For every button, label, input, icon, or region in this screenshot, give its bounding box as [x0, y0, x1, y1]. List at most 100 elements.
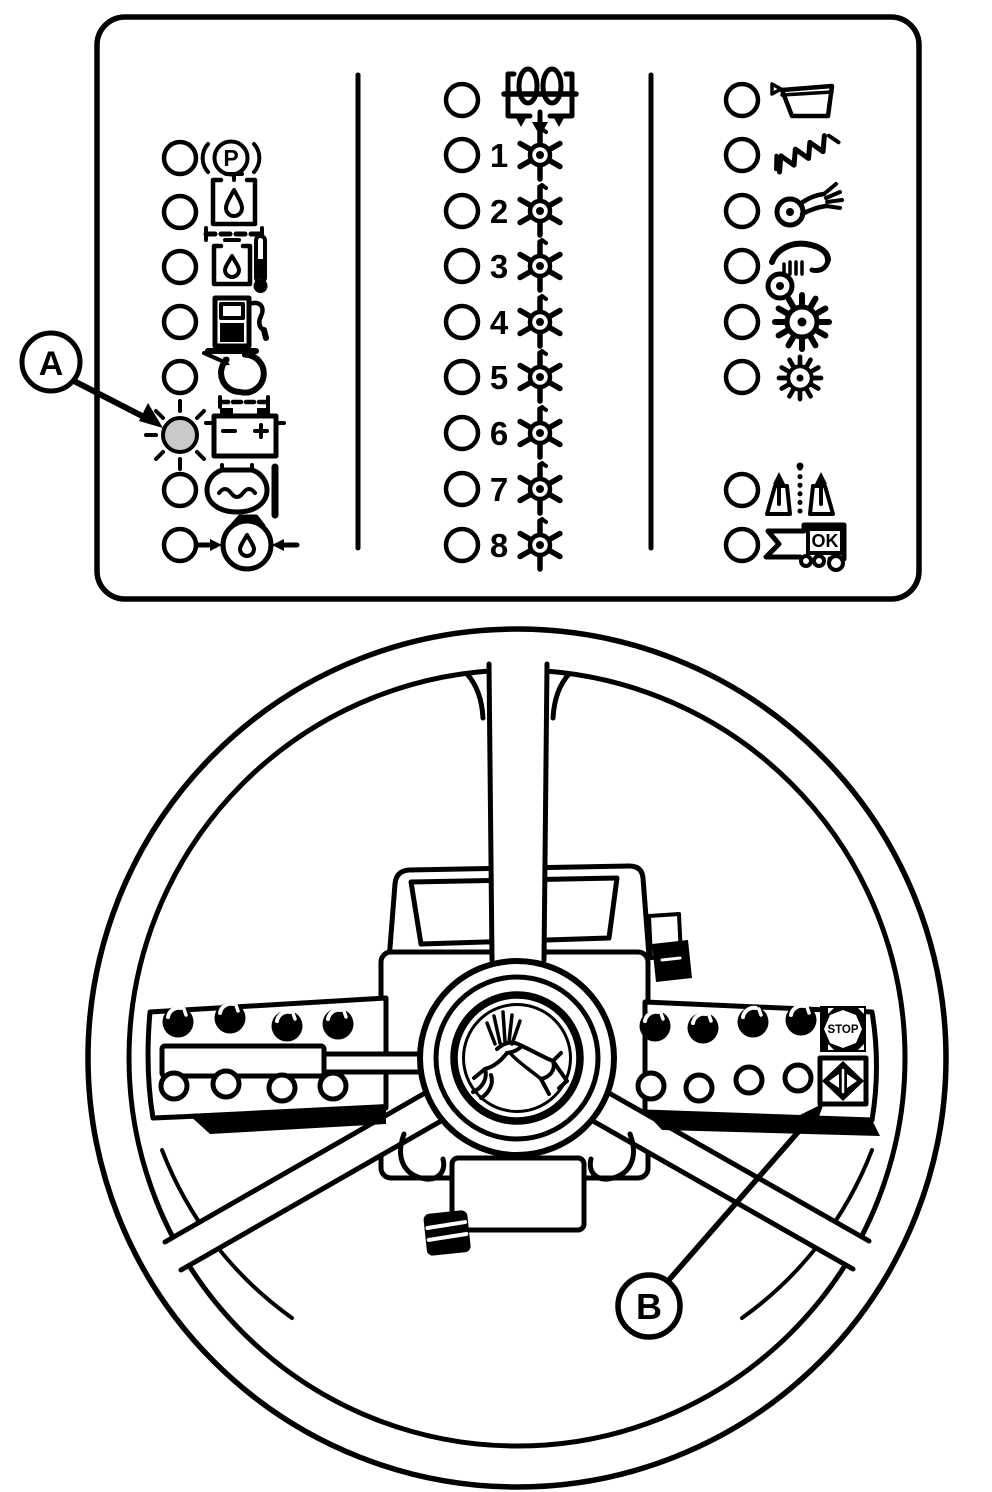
wheel-rim-outer[interactable] — [85, 626, 949, 1490]
indicator-lamp — [723, 192, 761, 230]
indicator-lamp — [161, 139, 199, 177]
control-lever[interactable] — [159, 1043, 327, 1079]
stop-button[interactable]: STOP — [820, 1006, 866, 1052]
right-arrow-icon — [847, 1074, 857, 1088]
indicator-hydraulic-oil-level — [161, 172, 265, 242]
control-knob[interactable] — [269, 1008, 305, 1044]
svg-text:5: 5 — [490, 359, 508, 396]
column-lower-details — [398, 1131, 636, 1256]
control-knob[interactable] — [735, 1004, 771, 1040]
svg-text:4: 4 — [490, 304, 509, 341]
panel-button[interactable] — [686, 1075, 712, 1101]
control-knob[interactable] — [685, 1010, 721, 1046]
wheel-spokes — [162, 660, 872, 1273]
panel-button[interactable] — [320, 1073, 346, 1099]
panel-button[interactable] — [785, 1065, 811, 1091]
panel-button[interactable] — [269, 1075, 295, 1101]
lamp-rays — [144, 399, 206, 471]
indicator-row-unit-1: 1 — [443, 129, 560, 179]
callout-b-arrowhead — [798, 1103, 824, 1130]
svg-text:P: P — [223, 145, 238, 171]
indicator-lamp — [723, 136, 761, 174]
indicator-row-unit-5: 5 — [443, 351, 560, 401]
indicator-lamp — [443, 192, 481, 230]
indicator-machine-ready: OK — [723, 522, 847, 572]
seed-delivery-auger-icon — [501, 66, 579, 136]
indicator-lamp — [161, 303, 199, 341]
indicator-spiked-wheel-small — [723, 357, 821, 399]
indicator-lamp — [161, 471, 199, 509]
panel-button[interactable] — [736, 1067, 762, 1093]
hydraulic-oil-temperature-icon — [211, 234, 268, 293]
hopper-icon — [770, 82, 835, 119]
indicator-lamp — [443, 247, 481, 285]
callout-b: B — [615, 1103, 824, 1340]
wheel-hub — [417, 958, 617, 1158]
svg-text:7: 7 — [490, 471, 508, 508]
indicator-hopper — [723, 81, 835, 119]
panel-shadow — [188, 1104, 386, 1134]
unloading-auger-icon — [765, 240, 831, 301]
svg-text:B: B — [636, 1286, 662, 1327]
rotor-brush-icon — [774, 182, 844, 228]
coolant-temperature-icon — [204, 463, 279, 519]
callout-a-arrowhead — [139, 403, 163, 428]
right-control-panel: STOP — [637, 999, 880, 1136]
lit-indicator-lamp — [161, 416, 199, 454]
hydraulic-filter-icon — [202, 351, 271, 409]
svg-text:STOP: STOP — [827, 1024, 858, 1036]
tilt-pedal[interactable] — [423, 1210, 471, 1256]
svg-text:8: 8 — [490, 527, 508, 564]
indicator-cross-auger — [723, 133, 841, 175]
hydraulic-oil-level-icon — [203, 172, 265, 242]
control-knob[interactable] — [320, 1006, 356, 1042]
svg-text:A: A — [39, 345, 64, 383]
svg-text:OK: OK — [812, 531, 839, 551]
console-side-lever[interactable] — [652, 940, 692, 982]
indicator-lamp — [443, 414, 481, 452]
indicator-lamp — [723, 471, 761, 509]
indicator-lamp — [723, 303, 761, 341]
indicator-lamp — [443, 470, 481, 508]
leaping-deer-logo — [471, 1010, 569, 1100]
indicator-battery-charge — [144, 399, 286, 471]
indicator-row-unit-8: 8 — [443, 519, 560, 569]
battery-icon — [204, 408, 286, 459]
bin-level-icon — [765, 462, 835, 516]
callout-a: A — [19, 330, 163, 428]
svg-text:6: 6 — [490, 415, 508, 452]
indicator-fuel-level — [161, 295, 269, 354]
indicator-hydraulic-filter-restriction — [161, 351, 271, 409]
indicator-row-unit-2: 2 — [443, 185, 560, 235]
engine-oil-pressure-icon — [194, 514, 300, 572]
control-knob[interactable] — [637, 1008, 673, 1044]
panel-shadow — [645, 1112, 880, 1136]
indicator-lamp — [443, 358, 481, 396]
indicator-lamp — [443, 303, 481, 341]
indicator-lamp — [723, 81, 761, 119]
control-knob[interactable] — [783, 1002, 819, 1038]
control-knob[interactable] — [212, 1000, 248, 1036]
indicator-hydraulic-oil-temperature — [161, 234, 268, 293]
indicator-unloading-auger — [723, 240, 831, 301]
indicator-lamp — [443, 136, 481, 174]
indicator-bin-level — [723, 462, 835, 516]
svg-text:3: 3 — [490, 248, 508, 285]
indicator-row-unit-6: 6 — [443, 407, 560, 457]
indicator-lamp — [161, 358, 199, 396]
control-knob[interactable] — [160, 1004, 196, 1040]
indicator-lamp — [723, 247, 761, 285]
indicator-seed-delivery — [443, 66, 579, 136]
indicator-lamp — [723, 526, 761, 564]
indicator-lamp — [161, 248, 199, 286]
indicator-rotor-brush — [723, 182, 844, 230]
indicator-lamp — [723, 358, 761, 396]
panel-button[interactable] — [161, 1073, 187, 1099]
indicator-lamp — [443, 526, 481, 564]
left-arrow-icon — [829, 1074, 839, 1088]
indicator-lamp — [443, 81, 481, 119]
raise-lower-arrows-button[interactable] — [817, 1055, 869, 1107]
panel-button[interactable] — [638, 1073, 664, 1099]
panel-button[interactable] — [213, 1071, 239, 1097]
